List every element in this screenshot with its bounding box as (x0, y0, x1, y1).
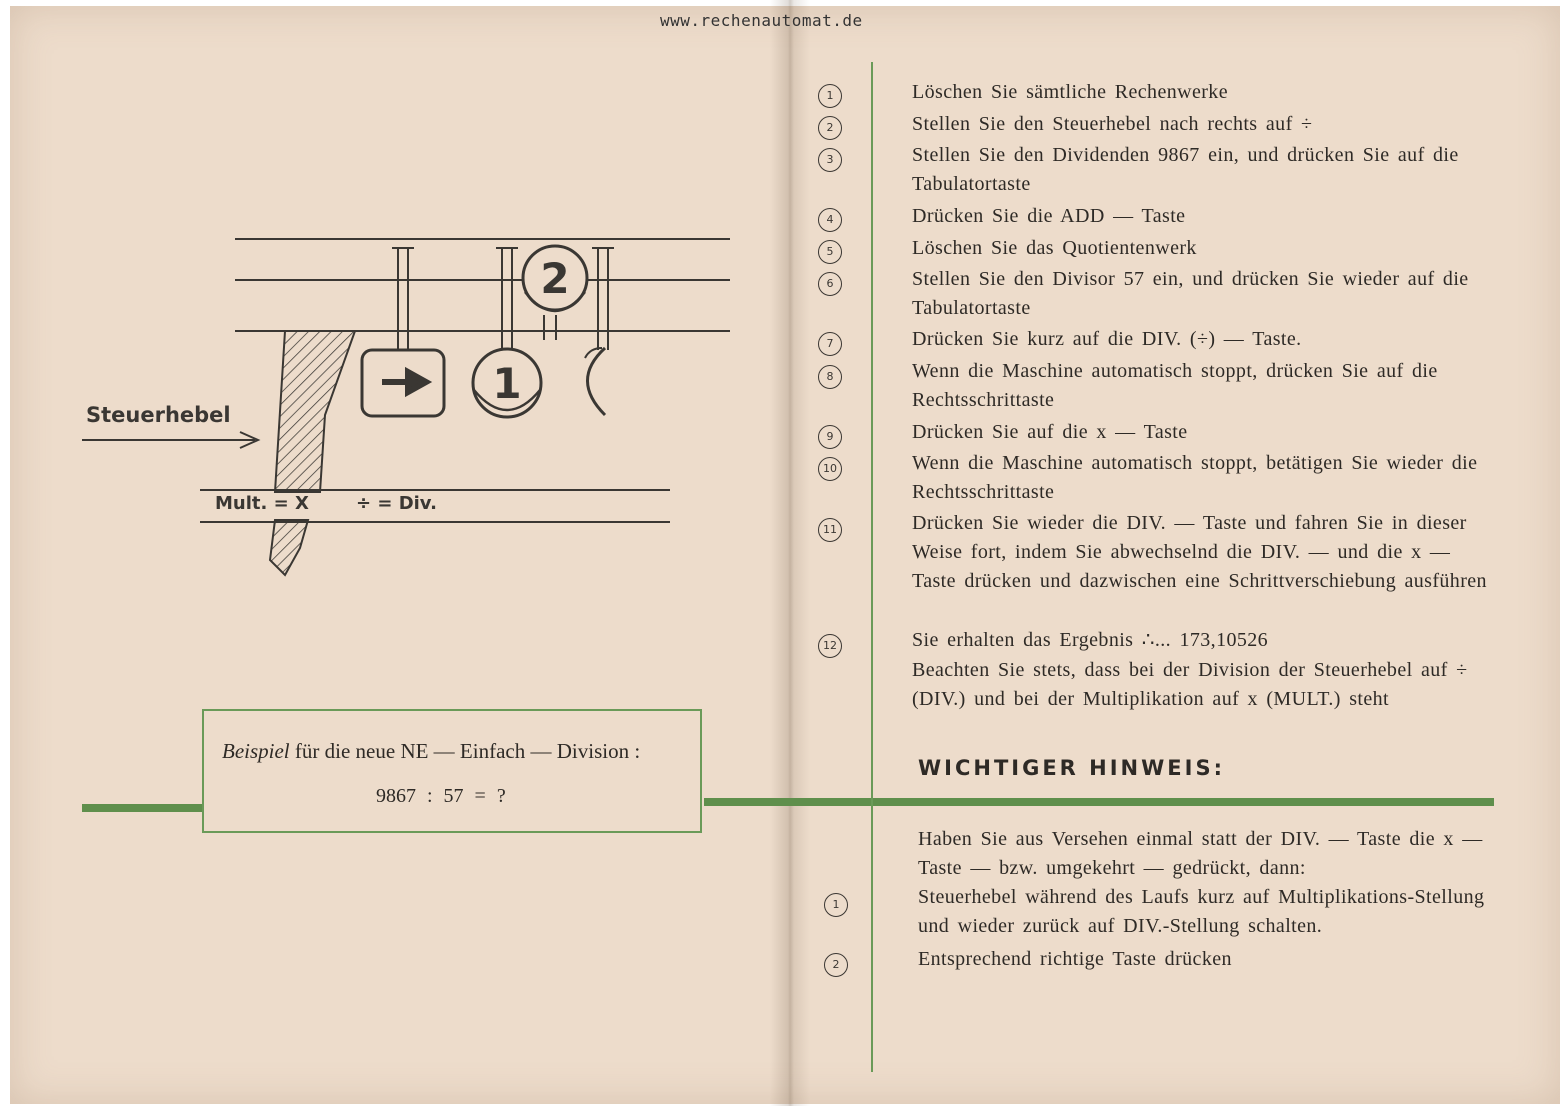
booklet-spread (10, 6, 1560, 1104)
example-equation: 9867 : 57 = ? (376, 785, 506, 807)
step-number-8: 8 (818, 365, 842, 389)
step-text-12: Sie erhalten das Ergebnis ∴... 173,10526 (912, 629, 1269, 651)
step-text-9: Drücken Sie auf die x — Taste (912, 421, 1188, 443)
example-box: Beispiel für die neue NE — Einfach — Div… (202, 709, 702, 833)
step-text-1: Löschen Sie sämtliche Rechenwerke (912, 81, 1228, 103)
source-url: www.rechenautomat.de (660, 11, 863, 30)
green-rule-right (704, 798, 1494, 806)
key-2-label: 2 (540, 254, 569, 303)
step-text-7: Drücken Sie kurz auf die DIV. (÷) — Tast… (912, 328, 1302, 350)
green-rule-left (82, 804, 202, 812)
step-text-6: Stellen Sie den Divisor 57 ein, und drüc… (912, 268, 1469, 319)
div-label: ÷ = Div. (356, 493, 437, 514)
step-number-12: 12 (818, 634, 842, 658)
lever-label: Steuerhebel (86, 403, 231, 427)
step-text-10: Wenn die Maschine automatisch stoppt, be… (912, 452, 1478, 503)
green-vertical-rule (871, 62, 873, 1072)
step-number-6: 6 (818, 272, 842, 296)
step-text-11: Drücken Sie wieder die DIV. — Taste und … (912, 512, 1487, 592)
example-title-rest: für die neue NE — Einfach — Division : (289, 739, 641, 763)
example-italic-word: Beispiel (222, 739, 290, 763)
important-step-text-2: Entsprechend richtige Taste drücken (918, 948, 1232, 970)
step-number-10: 10 (818, 457, 842, 481)
important-step-text-1: Steuerhebel während des Laufs kurz auf M… (918, 886, 1485, 937)
step-number-2: 2 (818, 116, 842, 140)
step-text-2: Stellen Sie den Steuerhebel nach rechts … (912, 113, 1313, 135)
step-text-8: Wenn die Maschine automatisch stoppt, dr… (912, 360, 1438, 411)
example-title: Beispiel für die neue NE — Einfach — Div… (222, 739, 640, 764)
important-step-number-1: 1 (824, 893, 848, 917)
step-number-3: 3 (818, 148, 842, 172)
important-step-number-2: 2 (824, 953, 848, 977)
arrow-right-icon (382, 366, 433, 398)
mult-label: Mult. = X (215, 493, 309, 514)
step-text-3: Stellen Sie den Dividenden 9867 ein, und… (912, 144, 1459, 195)
step-text-4: Drücken Sie die ADD — Taste (912, 205, 1186, 227)
step-number-9: 9 (818, 425, 842, 449)
lever-shape (273, 330, 357, 493)
step-number-7: 7 (818, 332, 842, 356)
key-1-label: 1 (492, 359, 521, 408)
machine-diagram: 1 2 (70, 230, 750, 590)
step-number-1: 1 (818, 84, 842, 108)
diagram-drawing: 1 2 (82, 238, 730, 577)
step-number-4: 4 (818, 208, 842, 232)
important-heading: WICHTIGER HINWEIS: (918, 756, 1225, 780)
book-spine (770, 0, 810, 1106)
step-number-11: 11 (818, 518, 842, 542)
important-intro: Haben Sie aus Versehen einmal statt der … (918, 828, 1483, 879)
step-text-5: Löschen Sie das Quotientenwerk (912, 237, 1197, 259)
division-note: Beachten Sie stets, dass bei der Divisio… (912, 659, 1468, 710)
step-number-5: 5 (818, 240, 842, 264)
key-1 (471, 347, 543, 419)
